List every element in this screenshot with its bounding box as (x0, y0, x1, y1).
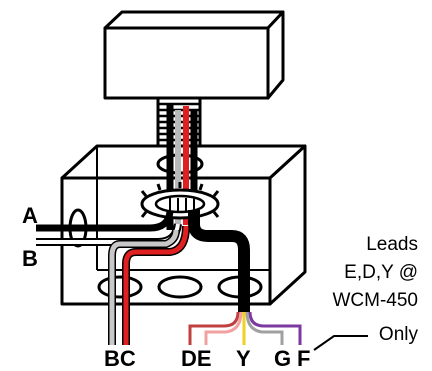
lead-d (188, 311, 240, 345)
bottom-knockout-hole-2 (157, 275, 203, 299)
wire-b-gray-down (108, 229, 180, 345)
label-f: F (297, 346, 310, 371)
lead-e (204, 311, 243, 345)
wire-c-red-down (122, 225, 190, 345)
black-cable-out (188, 210, 250, 312)
note-pointer-line (313, 335, 368, 351)
label-g: G (274, 346, 291, 371)
note-line-1: Leads (366, 234, 418, 255)
lead-f (248, 311, 302, 345)
note-line-4: Only (379, 324, 419, 345)
note-line-2: E,D,Y @ (344, 262, 418, 283)
note-line-3: WCM-450 (332, 290, 418, 311)
wire-a-black (36, 211, 174, 232)
label-bc: BC (104, 346, 136, 371)
bottom-knockout-hole-1 (97, 275, 143, 299)
label-de: DE (181, 346, 212, 371)
lead-g (245, 311, 284, 345)
label-a: A (22, 203, 38, 228)
device-box (103, 10, 285, 100)
label-b: B (22, 246, 38, 271)
fan-out-leads (188, 311, 302, 345)
label-y: Y (236, 346, 251, 371)
